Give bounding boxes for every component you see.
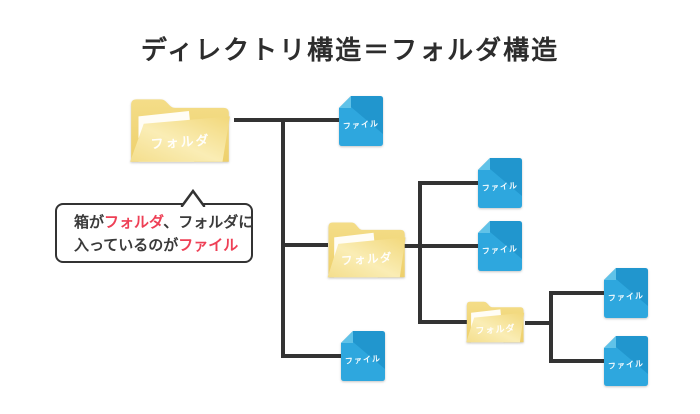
branch-to-file-bottom [281, 354, 341, 358]
bubble-line-1: 箱がフォルダ、フォルダに [74, 214, 254, 231]
branch-to-folder-mid [281, 243, 328, 247]
file-bottom-icon: ファイル [341, 331, 385, 381]
file-top-icon: ファイル [339, 96, 383, 146]
folder-inner-icon: フォルダ [465, 297, 526, 345]
trunk-level-2 [418, 181, 422, 324]
file-mid-1-icon: ファイル [478, 158, 522, 208]
branch-to-file-inner-2 [549, 359, 604, 363]
bubble-line-2: 入っているのがファイル [74, 237, 239, 254]
branch-to-folder-inner [418, 320, 468, 324]
diagram-title: ディレクトリ構造＝フォルダ構造 [140, 35, 560, 65]
file-inner-2-icon: ファイル [604, 336, 648, 386]
trunk-level-1 [281, 118, 285, 358]
folder-mid-icon: フォルダ [326, 216, 408, 281]
bubble-tail [180, 189, 206, 207]
branch-to-file-mid-1 [418, 181, 478, 185]
trunk-level-3 [549, 291, 553, 363]
annotation-bubble: 箱がフォルダ、フォルダに 入っているのがファイル [55, 203, 253, 263]
connector-folder-inner-to-trunk-3 [525, 321, 553, 325]
connector-root-to-file-top [234, 118, 339, 122]
file-mid-2-icon: ファイル [478, 221, 522, 271]
bubble-highlight-file: ファイル [178, 237, 239, 254]
root-folder-icon: フォルダ [128, 92, 233, 166]
branch-to-file-inner-1 [549, 291, 604, 295]
file-inner-1-icon: ファイル [604, 268, 648, 318]
bubble-highlight-folder: フォルダ [104, 214, 164, 231]
branch-folder-mid-to-file-mid-2 [400, 244, 478, 248]
